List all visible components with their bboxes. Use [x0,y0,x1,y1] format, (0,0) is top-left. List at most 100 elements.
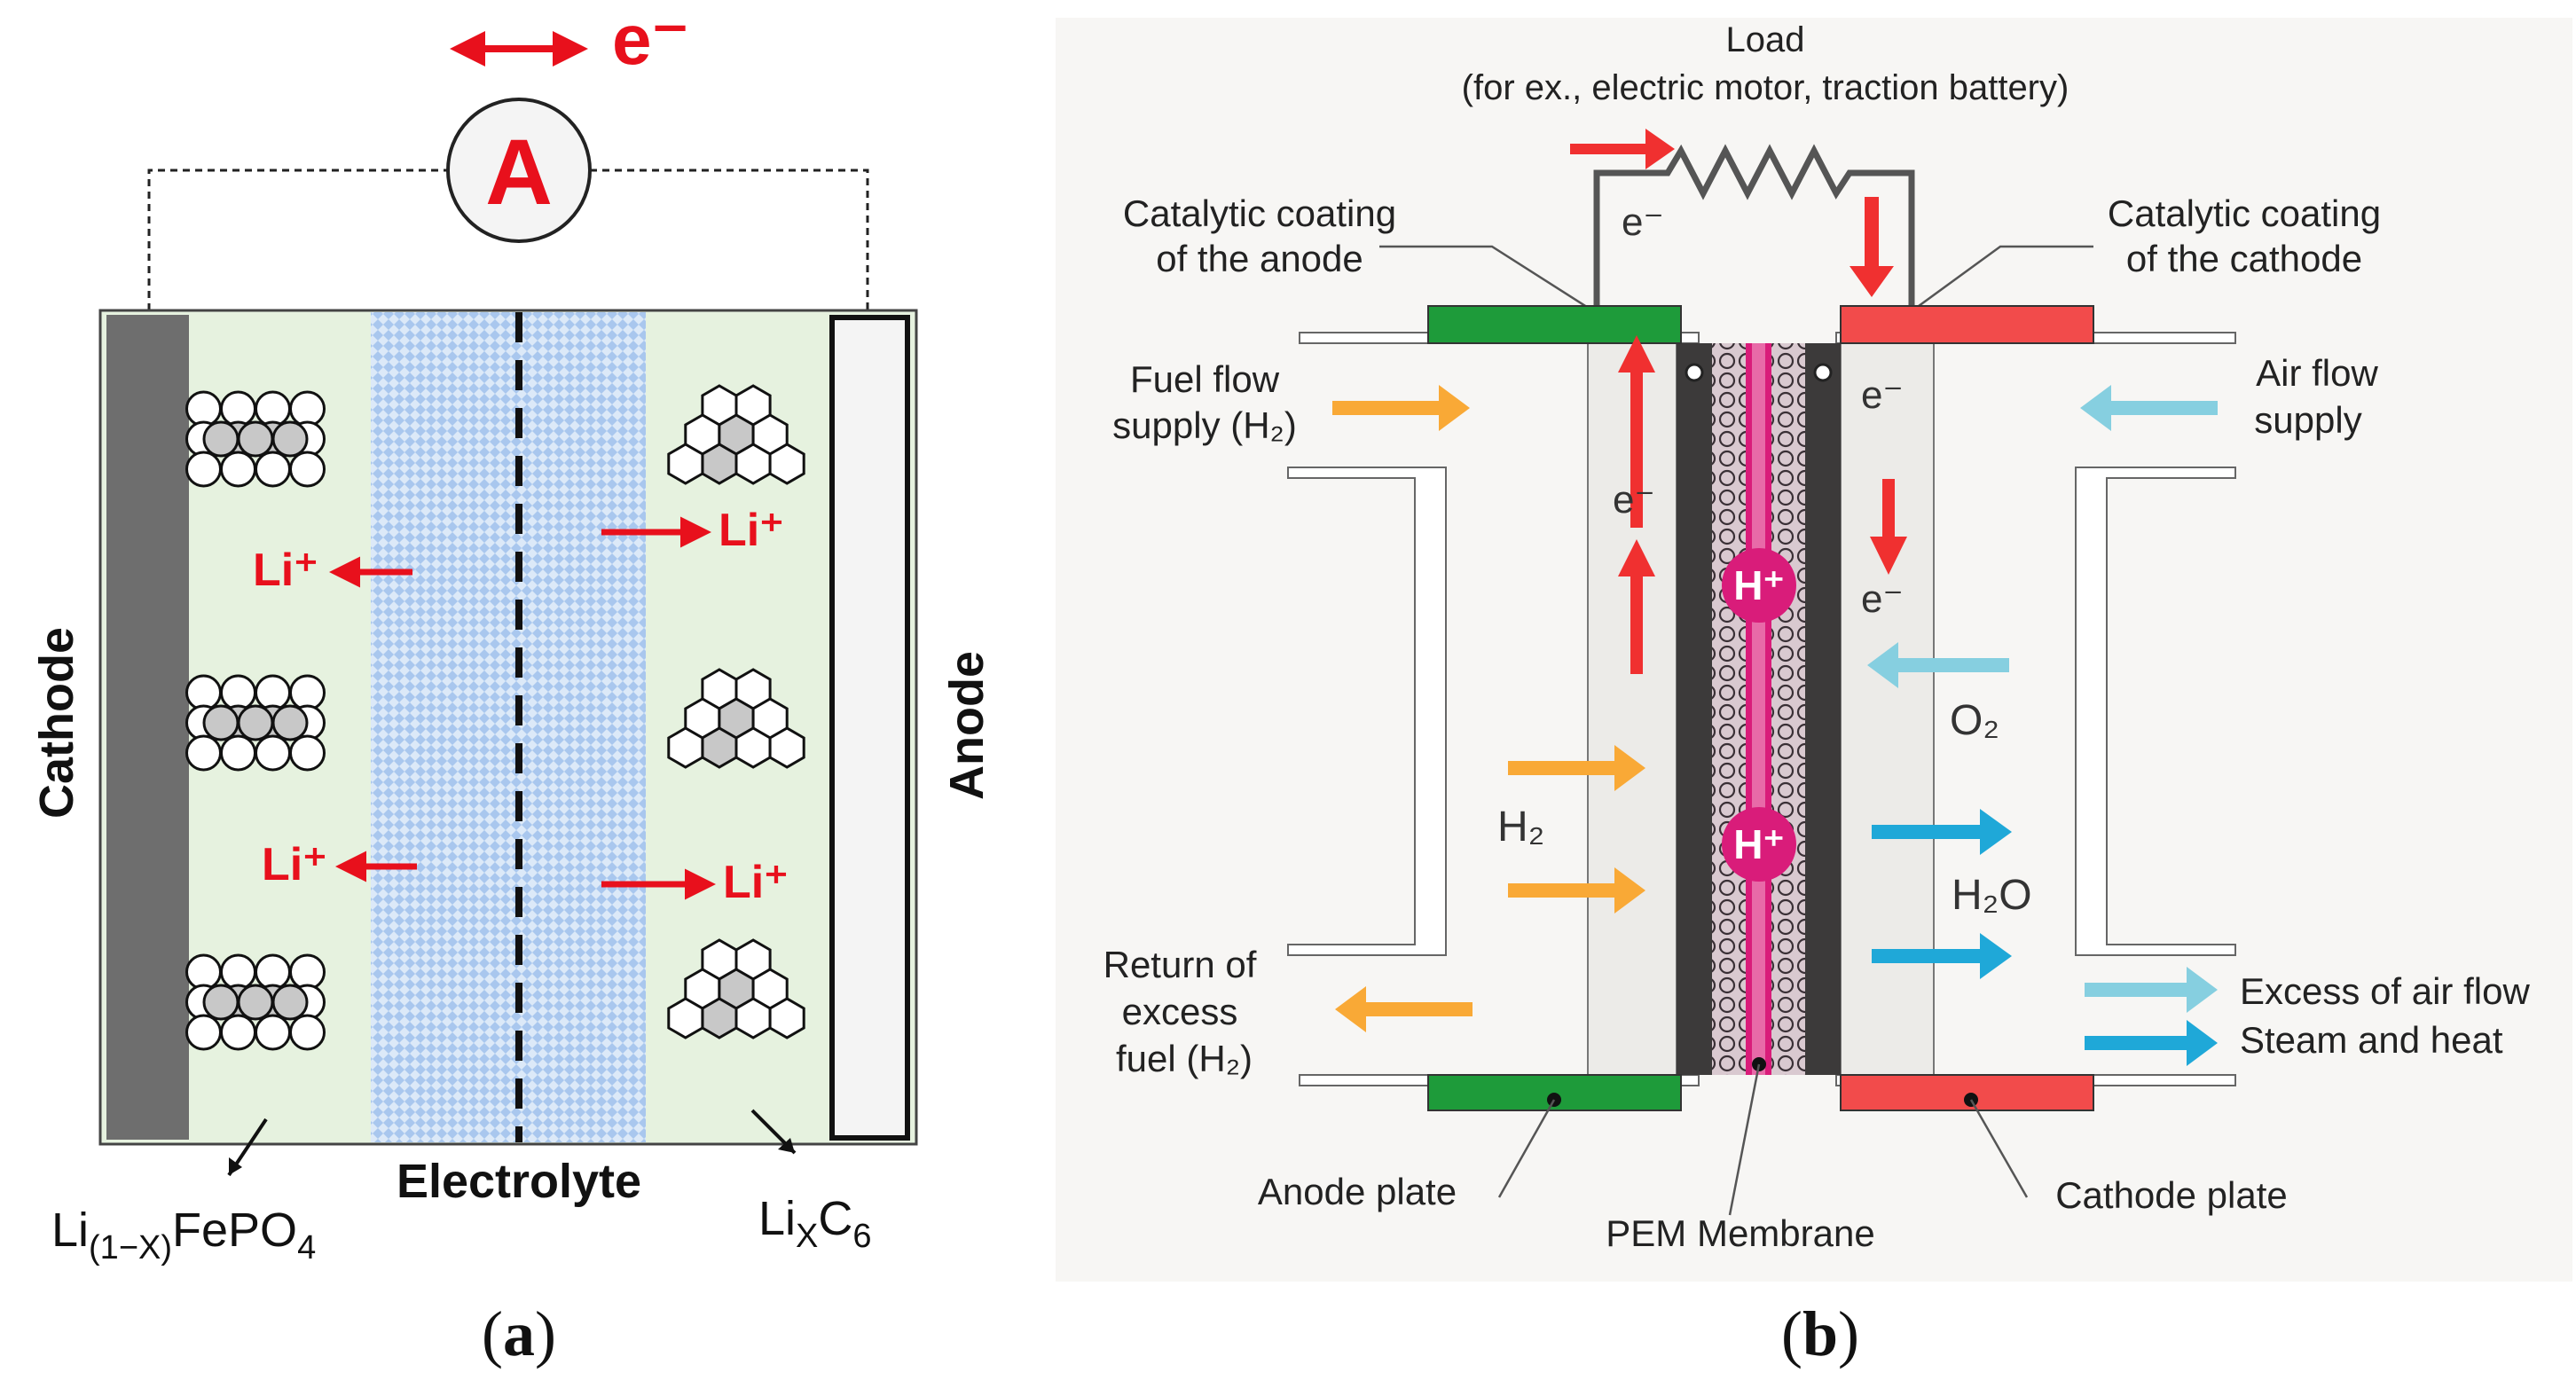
panel-b: Load (for ex., electric motor, traction … [1056,18,2572,1369]
load-circuit-wire [1593,144,1915,306]
particle-sphere [289,734,326,772]
particle-sphere [185,953,222,991]
pem-label: PEM Membrane [1606,1212,1874,1254]
panel-a-caption: (a) [482,1298,556,1369]
particle-sphere [289,451,326,488]
steam-heat-label: Steam and heat [2240,1019,2503,1061]
panel-a: e⁻ A Li⁺ Li⁺ Li⁺ Li⁺ Ca [30,0,993,1369]
anode-plate-label: Anode plate [1258,1171,1457,1212]
particle-sphere [220,451,256,488]
particle-sphere [255,734,291,772]
particle-sphere [220,1014,256,1051]
electron-label: e⁻ [1613,478,1655,521]
ammeter [446,98,592,243]
fuel-supply-arrow [1332,385,1470,431]
excess-air-arrow [2085,967,2218,1013]
catalytic-anode-label: Catalytic coating [1123,192,1396,234]
particle-sphere [220,390,256,427]
particle-sphere [202,984,240,1021]
particle-sphere [255,953,291,991]
anode-electrode [829,315,910,1141]
particle-sphere [289,674,326,711]
graphite-hexagon [734,997,772,1039]
cathode-material-formula: Li(1−X)FePO4 [51,1204,316,1266]
particle-sphere [220,734,256,772]
particle-sphere [185,674,222,711]
external-circuit-wire [147,169,869,315]
h2-arrow-1 [1508,745,1645,791]
particle-sphere [237,420,274,458]
cathode-gas-channel [1840,342,1935,1076]
graphite-hexagon [768,726,805,769]
steam-heat-arrow [2085,1020,2218,1066]
anode-material-formula: LiXC6 [758,1192,872,1255]
fuel-flow-label-2: supply (H₂) [1112,404,1297,446]
return-fuel-arrow [1335,986,1473,1032]
anode-plate-leader [1497,1099,1556,1198]
particle-sphere [202,420,240,458]
graphite-hexagon [701,997,738,1039]
electron-label: e⁻ [1861,373,1904,417]
cathode-plate-leader [1969,1099,2029,1198]
graphite-hexagon [667,726,704,769]
cathode-catalyst-layer [1771,343,1805,1075]
particle-sphere [185,1014,222,1051]
catalytic-anode-dot [1685,363,1704,382]
electron-label: e⁻ [1861,577,1904,621]
proton-upper [1722,548,1796,623]
graphite-hexagon [734,726,772,769]
particle-sphere [289,390,326,427]
return-fuel-label-2: excess [1122,991,1238,1032]
left-bracket [1287,467,1447,956]
cathode-plate-top [1840,305,2094,344]
electrolyte-region [371,312,646,1142]
right-bracket [2075,467,2236,956]
cathode-particle-cluster [185,674,326,772]
li-ion-label: Li⁺ [719,505,784,556]
proton-label: H⁺ [1733,821,1785,867]
particle-sphere [255,674,291,711]
air-flow-label-2: supply [2254,399,2361,441]
particle-sphere [271,420,309,458]
excess-air-label: Excess of air flow [2240,970,2530,1012]
h2o-arrow-1 [1872,809,2012,855]
catalytic-cathode-label: Catalytic coating [2108,192,2381,234]
cathode-electrode [106,315,189,1140]
particle-sphere [237,704,274,741]
h2-arrow-2 [1508,867,1645,914]
return-fuel-label: Return of [1103,944,1257,985]
ammeter-label: A [485,121,553,224]
proton-lower [1722,807,1796,882]
fuel-flow-label: Fuel flow [1130,358,1280,400]
h2o-arrow-2 [1872,933,2012,979]
particle-sphere [271,984,309,1021]
li-ion-label: Li⁺ [262,839,327,890]
catalytic-cathode-dot [1813,363,1833,382]
cathode-particle-cluster [185,953,326,1051]
return-fuel-label-3: fuel (H₂) [1116,1038,1253,1079]
h2o-label: H₂O [1952,872,2032,919]
o2-label: O₂ [1950,697,1999,744]
graphite-hexagon [667,443,704,485]
air-flow-label: Air flow [2256,352,2378,394]
particle-sphere [220,953,256,991]
anode-diffusion-layer [1677,343,1712,1075]
particle-sphere [271,704,309,741]
anode-plate-top [1427,305,1682,344]
electrolyte-label: Electrolyte [397,1155,641,1208]
load-electron-arrow [1570,129,1675,169]
air-supply-arrow [2080,385,2218,431]
electron-label: e⁻ [1622,200,1664,244]
graphite-hexagon [768,443,805,485]
catalytic-cathode-label-2: of the cathode [2126,238,2362,279]
graphite-hexagon [734,443,772,485]
electron-label: e⁻ [612,0,689,79]
particle-sphere [185,451,222,488]
cathode-particle-cluster [185,390,326,488]
anode-particle-cluster [667,938,805,1039]
anode-particle-cluster [667,384,805,485]
o2-arrow [1867,642,2009,688]
catalytic-anode-label-2: of the anode [1156,238,1363,279]
anode-electron-up-arrow-2 [1618,539,1655,674]
